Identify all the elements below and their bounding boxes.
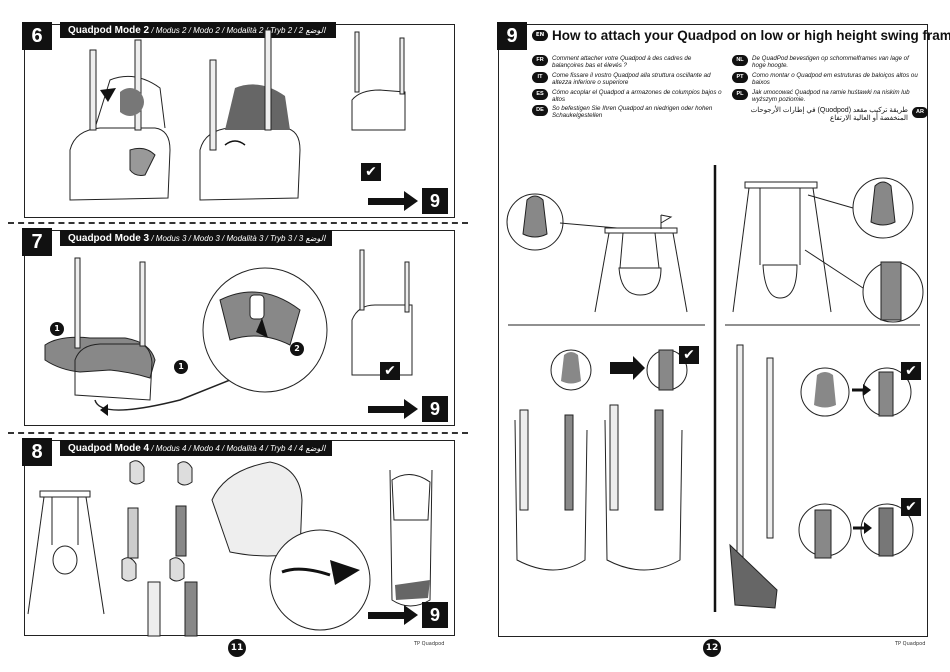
callout-2: 2 xyxy=(290,342,304,356)
step-6-illustration xyxy=(69,29,406,201)
callout-1: 1 xyxy=(50,322,64,336)
step-8-title: Quadpod Mode 4 / Modus 4 / Modo 4 / Moda… xyxy=(60,440,332,456)
page-number: 12 xyxy=(703,639,721,657)
step-7-illustration xyxy=(44,249,413,416)
right-arrow-icon xyxy=(404,191,418,211)
check-icon: ✔ xyxy=(380,362,400,380)
step-7-title: Quadpod Mode 3 / Modus 3 / Modo 3 / Moda… xyxy=(60,230,332,246)
divider xyxy=(8,222,468,224)
right-page: 9 EN How to attach your Quadpod on low o… xyxy=(475,0,950,672)
check-icon: ✔ xyxy=(361,163,381,181)
step-9-number: 9 xyxy=(497,22,527,50)
check-icon: ✔ xyxy=(901,498,921,516)
footer-brand: TP Quadpod xyxy=(895,641,926,647)
right-arrow-icon xyxy=(404,399,418,419)
callout-1b: 1 xyxy=(174,360,188,374)
step-9-illustration xyxy=(506,165,924,612)
page-number: 11 xyxy=(228,639,246,657)
step-9-title: How to attach your Quadpod on low or hig… xyxy=(552,28,950,43)
right-arrow-icon xyxy=(404,605,418,625)
footer-brand: TP Quadpod xyxy=(414,641,445,647)
step-8-illustration xyxy=(27,460,433,637)
lang-badge-en: EN xyxy=(532,30,548,41)
check-icon: ✔ xyxy=(679,346,699,364)
step-9-panel xyxy=(498,24,928,637)
step-7-number: 7 xyxy=(22,228,52,256)
step-6-number: 6 xyxy=(22,22,52,50)
left-page: 6 Quadpod Mode 2 / Modus 2 / Modo 2 / Mo… xyxy=(8,22,468,657)
step-8-number: 8 xyxy=(22,438,52,466)
divider xyxy=(8,432,468,434)
check-icon: ✔ xyxy=(901,362,921,380)
